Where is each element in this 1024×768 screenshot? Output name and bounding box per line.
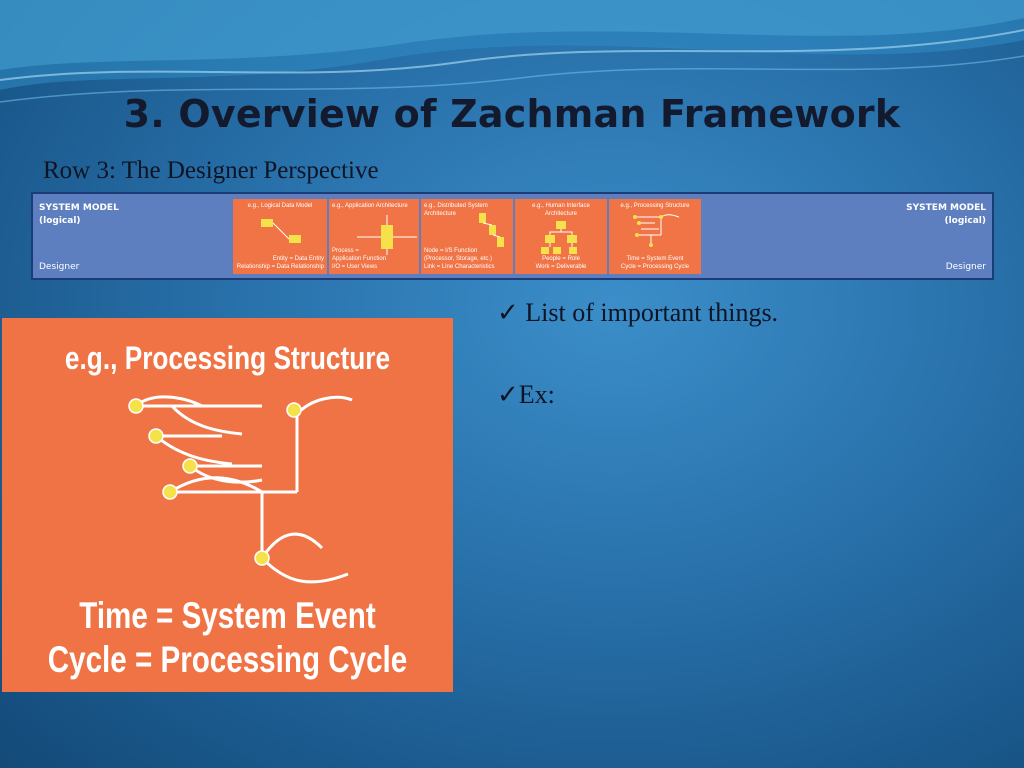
network-icon	[479, 213, 504, 247]
cell-title: Architecture	[544, 211, 577, 217]
cell-title: e.g., Processing Structure	[620, 203, 690, 209]
data-model-icon	[261, 219, 301, 243]
bullet-item: ✓ List of important things.	[497, 298, 778, 328]
cell-data-model: e.g., Logical Data Model Entity = Data E…	[233, 199, 327, 274]
processing-mini-icon	[633, 214, 680, 247]
cell-line: Link = Line Characteristics	[424, 264, 495, 270]
panel-caption-line-1: Time = System Event	[79, 595, 376, 636]
cell-line: (Processor, Storage, etc.)	[424, 256, 493, 262]
cell-line: Work = Deliverable	[535, 264, 587, 270]
bullet-text: Ex:	[518, 380, 555, 409]
bullet-item: ✓Ex:	[497, 380, 555, 410]
cell-processing-structure: e.g., Processing Structure Time = System…	[609, 199, 701, 274]
cell-title: Architecture	[424, 211, 457, 217]
cell-title: e.g., Logical Data Model	[247, 203, 313, 209]
check-icon: ✓	[497, 380, 519, 409]
processing-structure-diagram	[128, 395, 353, 584]
bullet-text: List of important things.	[518, 298, 779, 327]
application-icon	[357, 215, 417, 255]
hierarchy-icon	[541, 221, 577, 254]
cell-distributed-system: e.g., Distributed System Architecture No…	[421, 199, 513, 274]
panel-caption-line-2: Cycle = Processing Cycle	[47, 639, 408, 680]
strip-right-heading: SYSTEM MODEL (logical)	[906, 202, 986, 228]
slide-subtitle: Row 3: The Designer Perspective	[43, 157, 379, 184]
strip-right-footer: Designer	[945, 262, 986, 272]
slide-title: 3. Overview of Zachman Framework	[123, 92, 901, 136]
processing-structure-panel: e.g., Processing Structure	[2, 318, 453, 692]
cell-line: Cycle = Processing Cycle	[620, 264, 690, 270]
cell-line: Entity = Data Entity	[272, 256, 324, 262]
panel-caption: Time = System Event Cycle = Processing C…	[47, 594, 408, 682]
cell-line: Relationship = Data Relationship	[236, 264, 324, 270]
cell-line: Time = System Event	[626, 256, 684, 262]
cell-title: e.g., Human Interface	[532, 203, 590, 209]
cell-line: Process =	[332, 248, 359, 254]
strip-left-heading: SYSTEM MODEL (logical)	[39, 202, 119, 228]
cell-line: Node = I/S Function	[424, 248, 478, 254]
panel-title: e.g., Processing Structure	[64, 340, 391, 376]
cell-title: e.g., Application Architecture	[332, 203, 408, 209]
zachman-row-strip: SYSTEM MODEL (logical) Designer SYSTEM M…	[31, 192, 994, 280]
strip-left-footer: Designer	[39, 262, 80, 272]
cell-line: People = Role	[542, 256, 580, 262]
strip-left-sub: (logical)	[39, 216, 81, 226]
strip-right-sub: (logical)	[944, 216, 986, 226]
cell-title: e.g., Distributed System	[424, 203, 488, 209]
cell-line: Application Function	[332, 256, 387, 262]
cell-human-interface: e.g., Human Interface Architecture Peopl…	[515, 199, 607, 274]
strip-left-title: SYSTEM MODEL	[39, 203, 119, 213]
cell-application-architecture: e.g., Application Architecture Process =…	[329, 199, 419, 274]
check-icon: ✓	[497, 298, 519, 327]
cell-line: I/O = User Views	[332, 264, 378, 270]
header-waves	[0, 0, 1024, 103]
strip-right-title: SYSTEM MODEL	[906, 203, 986, 213]
